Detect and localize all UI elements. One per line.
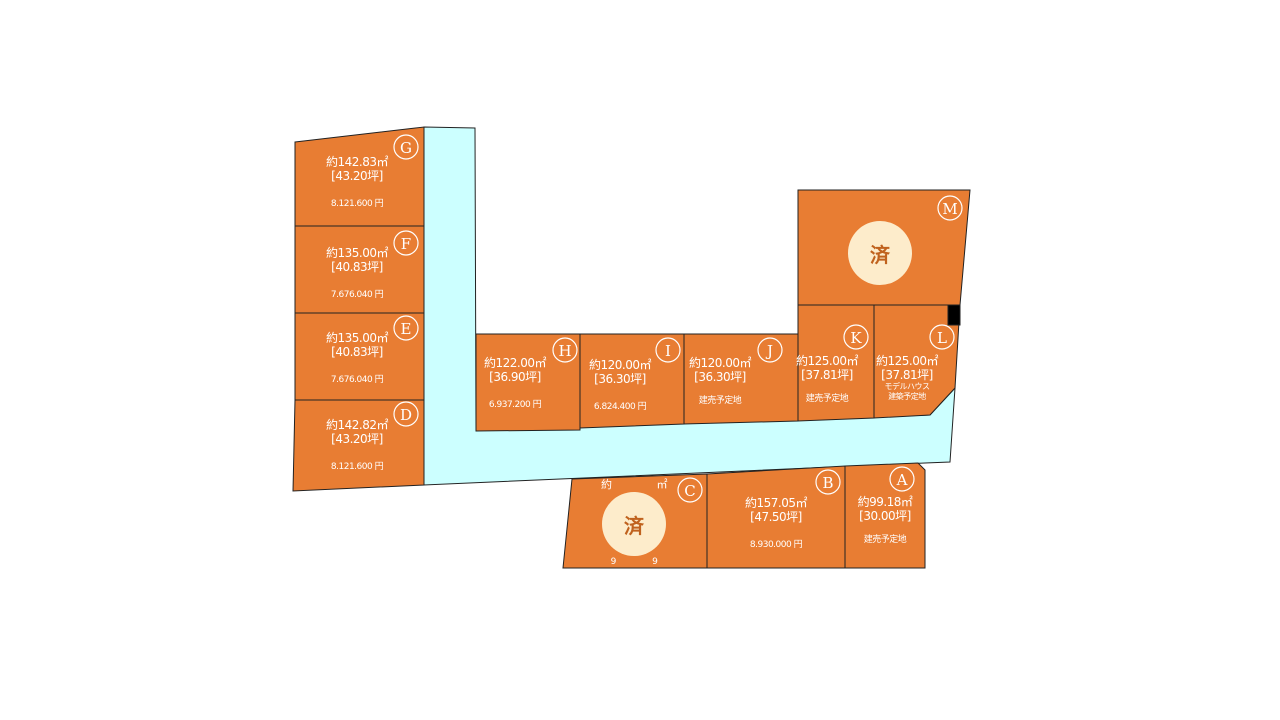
note: 建売予定地 xyxy=(698,396,742,406)
lot-C-area: 約 ㎡ xyxy=(601,478,668,491)
lot-letter: A xyxy=(896,471,908,489)
lot-letter: H xyxy=(558,342,571,360)
area: 約125.00㎡ xyxy=(796,354,859,368)
lot-letter: M xyxy=(942,200,957,218)
lot-letter: I xyxy=(665,342,671,360)
price: 6.937.200 円 xyxy=(488,400,542,410)
note: モデルハウス xyxy=(884,382,931,391)
lot-badge-E xyxy=(393,315,419,341)
lot-info-E: 約135.00㎡[40.83坪] 7.676.040 円 xyxy=(297,331,417,387)
lot-badge-L xyxy=(929,324,955,350)
lot-badge-I xyxy=(655,337,681,363)
area: 約120.00㎡ xyxy=(589,358,652,372)
marker-block xyxy=(947,304,961,326)
lot-badge-K xyxy=(843,324,869,350)
lot-badge-F xyxy=(393,230,419,256)
lot-info-G: 約142.83㎡[43.20坪] 8.121.600 円 xyxy=(297,155,417,211)
price: 6.824.400 円 xyxy=(593,402,647,412)
lot-badge-H xyxy=(552,337,578,363)
area: 約142.82㎡ xyxy=(326,418,389,432)
area: 約135.00㎡ xyxy=(326,331,389,345)
tsubo: [40.83坪] xyxy=(331,345,383,359)
lot-info-K: 約125.00㎡[37.81坪] 建売予定地 xyxy=(767,354,887,406)
tsubo: [43.20坪] xyxy=(331,432,383,446)
lot-info-I: 約120.00㎡[36.30坪] 6.824.400 円 xyxy=(560,358,680,414)
lot-A[interactable] xyxy=(844,462,926,569)
area: 約125.00㎡ xyxy=(876,354,939,368)
sold-badge-M: 済 xyxy=(848,221,912,285)
lot-info-F: 約135.00㎡[40.83坪] 7.676.040 円 xyxy=(297,246,417,302)
price: 7.676.040 円 xyxy=(330,375,384,385)
lot-badge-C xyxy=(677,477,703,503)
sold-badge-C: 済 xyxy=(602,492,666,556)
tsubo: [40.83坪] xyxy=(331,260,383,274)
area: 約122.00㎡ xyxy=(484,356,547,370)
lot-letter: L xyxy=(937,329,947,347)
lot-C-price: 9 9 xyxy=(610,557,658,567)
lot-badge-G xyxy=(393,134,419,160)
price: 7.676.040 円 xyxy=(330,290,384,300)
tsubo: [37.81坪] xyxy=(801,368,853,382)
area: 約120.00㎡ xyxy=(689,356,752,370)
lot-info-A: 約99.18㎡[30.00坪] 建売予定地 xyxy=(825,495,945,547)
tsubo: [30.00坪] xyxy=(859,509,911,523)
lot-H[interactable] xyxy=(475,333,581,432)
tsubo: [47.50坪] xyxy=(750,510,802,524)
lot-letter: G xyxy=(400,139,412,157)
tsubo: [36.30坪] xyxy=(694,370,746,384)
lot-badge-A xyxy=(889,466,915,492)
note: 建売予定地 xyxy=(863,535,907,545)
tsubo: [37.81坪] xyxy=(881,368,933,382)
price: 8.121.600 円 xyxy=(330,199,384,209)
area: 約135.00㎡ xyxy=(326,246,389,260)
lot-info-J: 約120.00㎡[36.30坪] 建売予定地 xyxy=(660,356,780,408)
lot-letter: D xyxy=(400,406,412,424)
lot-letter: E xyxy=(401,320,412,338)
lot-letter: F xyxy=(401,235,411,253)
note: 建築予定地 xyxy=(888,392,926,401)
price: 8.121.600 円 xyxy=(330,462,384,472)
price: 8.930.000 円 xyxy=(749,540,803,550)
lot-letter: B xyxy=(822,474,833,492)
tsubo: [36.90坪] xyxy=(489,370,541,384)
lot-info-L: 約125.00㎡[37.81坪]モデルハウス建築予定地 xyxy=(847,354,967,402)
lot-info-D: 約142.82㎡[43.20坪] 8.121.600 円 xyxy=(297,418,417,474)
lot-badge-J xyxy=(757,337,783,363)
area: 約142.83㎡ xyxy=(326,155,389,169)
lot-badge-D xyxy=(393,401,419,427)
lot-badge-M xyxy=(937,195,963,221)
lot-letter: C xyxy=(684,482,695,500)
lot-letter: J xyxy=(765,342,773,360)
note: 建売予定地 xyxy=(805,394,849,404)
lot-info-B: 約157.05㎡[47.50坪] 8.930.000 円 xyxy=(716,496,836,552)
tsubo: [43.20坪] xyxy=(331,169,383,183)
tsubo: [36.30坪] xyxy=(594,372,646,386)
lot-D[interactable] xyxy=(292,399,425,492)
lot-letter: K xyxy=(850,329,862,347)
area: 約157.05㎡ xyxy=(745,496,808,510)
area: 約99.18㎡ xyxy=(857,495,913,509)
lot-badge-B xyxy=(815,469,841,495)
lot-info-H: 約122.00㎡[36.90坪] 6.937.200 円 xyxy=(455,356,575,412)
